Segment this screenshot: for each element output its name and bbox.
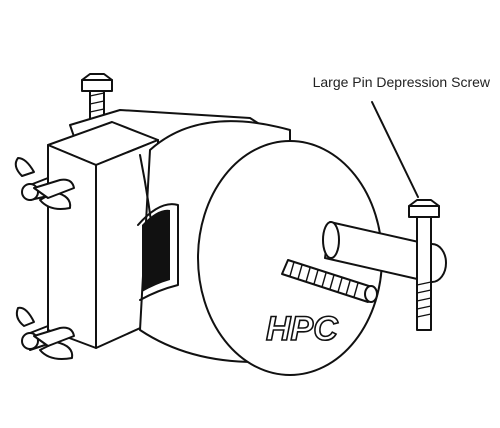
callout-label: Large Pin Depression Screw xyxy=(312,74,490,90)
pin-depression-screw xyxy=(408,199,440,331)
drum-body xyxy=(137,120,383,376)
lower-wing-nut xyxy=(15,306,75,360)
callout-leader xyxy=(371,101,419,198)
hpc-logo: HPC xyxy=(265,309,339,349)
threaded-rod xyxy=(281,259,378,303)
svg-text:HPC: HPC xyxy=(266,310,338,348)
upper-wing-nut xyxy=(14,157,75,210)
